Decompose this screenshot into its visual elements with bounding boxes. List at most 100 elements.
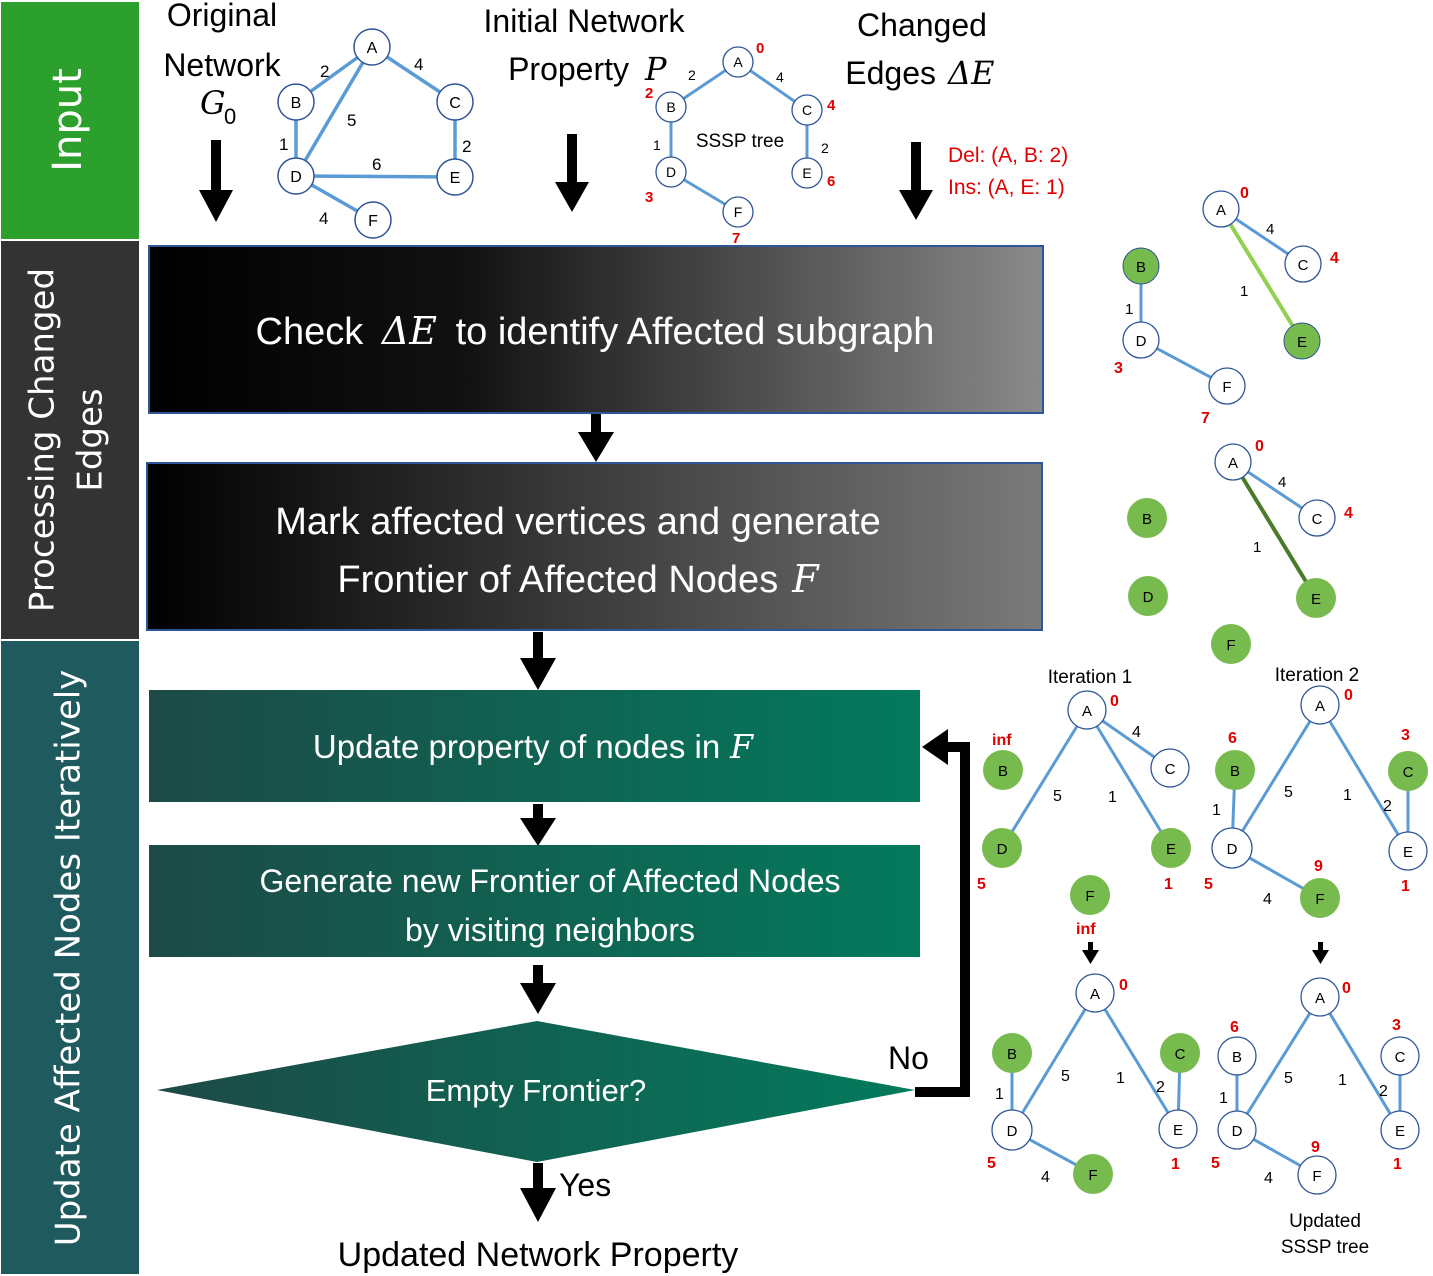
svg-text:E: E: [1297, 334, 1307, 351]
sssp-nodes: A B C D E F: [655, 46, 823, 228]
frontier-graph: 4 1 B D F A C E 0 4: [1127, 438, 1353, 664]
svg-text:0: 0: [1344, 687, 1353, 704]
original-network-line1: Original: [167, 0, 277, 33]
arrow-update-to-generate: [520, 804, 556, 846]
svg-text:6: 6: [827, 173, 835, 190]
header-original-network: Original Network G 0: [163, 0, 281, 129]
band-update-label: Update Affected Nodes Iteratively: [49, 670, 89, 1247]
svg-text:E: E: [1395, 1123, 1405, 1140]
svg-text:inf: inf: [1076, 921, 1096, 938]
svg-text:0: 0: [1110, 693, 1119, 710]
svg-text:C: C: [1395, 1049, 1406, 1066]
band-input-label: Input: [45, 68, 91, 172]
svg-text:D: D: [1007, 1123, 1018, 1140]
svg-text:1: 1: [1240, 283, 1248, 300]
svg-text:3: 3: [645, 189, 653, 206]
svg-text:4: 4: [1264, 1170, 1273, 1187]
svg-text:5: 5: [977, 876, 986, 893]
svg-text:F: F: [1315, 891, 1324, 908]
arrow-generate-to-decision: [520, 965, 556, 1014]
yes-arrow: Yes: [520, 1163, 611, 1222]
svg-text:B: B: [1007, 1046, 1017, 1063]
svg-text:1: 1: [995, 1086, 1004, 1103]
svg-text:2: 2: [645, 85, 653, 102]
svg-text:3: 3: [1114, 360, 1123, 377]
svg-text:2: 2: [1383, 798, 1392, 815]
svg-text:4: 4: [1263, 891, 1272, 908]
svg-text:4: 4: [1330, 250, 1339, 267]
svg-text:2: 2: [1379, 1083, 1388, 1100]
iteration2-graph: Iteration 2 5 1 1 2 4 A B C D E F 0 6 3: [1204, 665, 1428, 964]
svg-text:F: F: [1088, 1167, 1097, 1184]
svg-text:D: D: [1136, 333, 1147, 350]
svg-text:F: F: [1226, 637, 1235, 654]
svg-text:B: B: [998, 763, 1008, 780]
svg-text:C: C: [1165, 761, 1176, 778]
svg-text:1: 1: [1343, 787, 1352, 804]
svg-text:E: E: [1173, 1122, 1183, 1139]
svg-text:0: 0: [756, 40, 764, 57]
svg-text:5: 5: [1053, 788, 1062, 805]
svg-text:A: A: [733, 54, 743, 70]
step-generate-box: Generate new Frontier of Affected Nodes …: [149, 845, 920, 957]
no-label: No: [888, 1040, 929, 1076]
svg-text:D: D: [1227, 841, 1238, 858]
band-update: Update Affected Nodes Iteratively: [1, 641, 139, 1274]
step-generate-line2: by visiting neighbors: [405, 912, 695, 948]
svg-text:D: D: [997, 841, 1008, 858]
svg-text:B: B: [1142, 511, 1152, 528]
changed-edges-symbol: ΔE: [946, 54, 994, 92]
svg-text:7: 7: [732, 230, 740, 247]
svg-text:0: 0: [1342, 980, 1351, 997]
svg-text:4: 4: [1041, 1169, 1050, 1186]
svg-text:1: 1: [1338, 1072, 1347, 1089]
node-a: A: [353, 28, 391, 66]
svg-text:F: F: [734, 204, 743, 220]
arrow-check-to-mark: [578, 414, 614, 462]
svg-text:B: B: [1230, 763, 1240, 780]
weight-a-d: 5: [347, 111, 356, 130]
svg-text:2: 2: [688, 67, 696, 83]
no-loop-arrow: No: [888, 729, 970, 1097]
weight-a-b: 2: [320, 62, 329, 81]
svg-text:1: 1: [1212, 802, 1221, 819]
svg-text:C: C: [1312, 511, 1323, 528]
node-c: C: [436, 83, 474, 121]
svg-text:1: 1: [1393, 1156, 1402, 1173]
svg-text:B: B: [291, 95, 302, 112]
iteration1-result-graph: 5 1 1 2 4 A B C D E F 0 5 1: [987, 973, 1200, 1194]
changed-edges-line1: Changed: [857, 7, 987, 43]
sssp-weights: 2 4 1 2: [653, 67, 829, 156]
svg-text:0: 0: [1255, 438, 1264, 455]
initial-property-line1: Initial Network: [484, 3, 686, 39]
svg-text:C: C: [1403, 764, 1414, 781]
affected-subgraph-graph: 1 4 1 B D F A C E 0 4 3 7: [1114, 185, 1339, 427]
svg-text:D: D: [666, 164, 676, 180]
svg-text:A: A: [1315, 698, 1325, 715]
iteration1-graph: Iteration 1 4 5 1 A C B D E 0 inf 5 1 F …: [977, 667, 1191, 964]
svg-text:inf: inf: [992, 732, 1012, 749]
svg-text:6: 6: [1230, 1019, 1239, 1036]
weight-d-f: 4: [319, 209, 328, 228]
step-check-text: Check ΔE to identify Affected subgraph: [256, 309, 935, 353]
node-d: D: [277, 157, 315, 195]
svg-text:0: 0: [1240, 185, 1249, 202]
svg-text:E: E: [1311, 591, 1321, 608]
svg-text:5: 5: [1061, 1068, 1070, 1085]
g0-weights: 2 4 5 1 2 6 4: [279, 55, 471, 228]
header-changed-edges: Changed Edges ΔE: [845, 7, 994, 92]
svg-text:5: 5: [1204, 876, 1213, 893]
svg-text:E: E: [450, 170, 461, 187]
updated-sssp-graph: 5 1 1 2 4 A B C D E F 0 6 3 5 1 9 Update…: [1211, 977, 1420, 1258]
svg-text:D: D: [1143, 589, 1154, 606]
decision-text: Empty Frontier?: [426, 1073, 647, 1108]
svg-text:F: F: [1222, 379, 1231, 396]
node-f: F: [354, 201, 392, 239]
svg-text:5: 5: [987, 1155, 996, 1172]
band-input: Input: [1, 2, 139, 239]
band-processing: Processing Changed Edges: [1, 241, 139, 639]
svg-text:1: 1: [1125, 301, 1133, 318]
updated-sssp-label-2: SSSP tree: [1281, 1237, 1369, 1258]
g0-nodes: A B C D E F: [277, 28, 474, 239]
